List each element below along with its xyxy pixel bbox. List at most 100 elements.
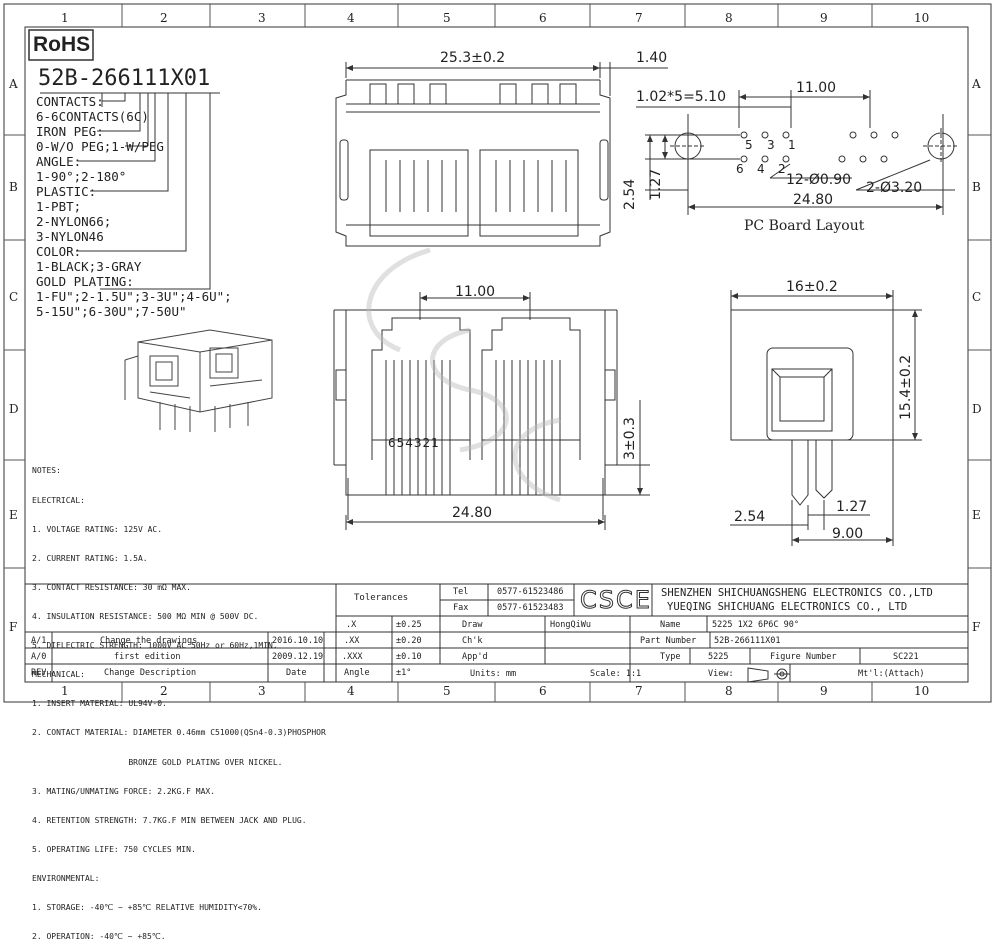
note-line: MECHANICAL:: [32, 670, 85, 680]
pin-num-5: 5: [745, 138, 753, 152]
rev-header-desc: Change Description: [104, 668, 197, 678]
zone-1-bottom: 1: [61, 684, 69, 698]
note-line: 2. CONTACT MATERIAL: DIAMETER 0.46mm C51…: [32, 728, 326, 738]
note-line: 5. OPERATING LIFE: 750 CYCLES MIN.: [32, 844, 196, 854]
tolerances-label: Tolerances: [354, 593, 409, 603]
dim-side-b: 1.27: [836, 499, 868, 515]
tol-xx-val: ±0.20: [396, 636, 422, 646]
tol-x-val: ±0.25: [396, 620, 422, 630]
name-label: Name: [660, 620, 681, 630]
zone-7: 7: [635, 11, 643, 25]
note-line: 2. CURRENT RATING: 1.5A.: [32, 553, 148, 563]
name-value: 5225 1X2 6P6C 90°: [712, 620, 799, 630]
spec-line: PLASTIC:: [36, 184, 97, 199]
draw-value: HongQiWu: [550, 620, 591, 630]
dim-top-offset: 1.40: [636, 50, 668, 66]
dim-side-a: 2.54: [734, 509, 766, 525]
zone-a: A: [9, 77, 18, 91]
spec-line: CONTACTS:: [36, 94, 104, 109]
zone-10-bottom: 10: [914, 684, 930, 698]
dim-side-height: 15.4±0.2: [898, 354, 914, 420]
dim-pcb-h2: 1.27: [648, 168, 664, 200]
zone-a-right: A: [972, 77, 981, 91]
rev-1-date: 2016.10.10: [272, 636, 324, 646]
tol-xxx-val: ±0.10: [396, 652, 422, 662]
spec-line: 1-PBT;: [36, 199, 82, 214]
dim-side-c: 9.00: [832, 526, 864, 542]
spec-line: 5-15U";6-30U";7-50U": [36, 304, 187, 319]
notes-block: NOTES: ELECTRICAL: 1. VOLTAGE RATING: 12…: [32, 447, 326, 952]
part-number-value: 52B-266111X01: [714, 636, 781, 646]
zone-10: 10: [914, 11, 930, 25]
spec-line: 0-W/O PEG;1-W/PEG: [36, 139, 164, 154]
zone-6-bottom: 6: [539, 684, 547, 698]
pc-board-layout: [636, 90, 959, 215]
rev-0-desc: first edition: [114, 652, 181, 662]
pin-num-2: 2: [778, 162, 786, 176]
pin-num-3: 3: [767, 138, 775, 152]
tel-value: 0577-61523486: [497, 587, 564, 597]
tol-xxx: .XXX: [342, 652, 363, 662]
zone-5-bottom: 5: [443, 684, 451, 698]
note-line: 1. VOLTAGE RATING: 125V AC.: [32, 524, 163, 534]
figure-number-value: SC221: [893, 652, 919, 662]
dim-pcb-holes: 12-Ø0.90: [786, 172, 852, 188]
rev-1-id: A/1: [31, 636, 47, 646]
inner-frame: [24, 26, 969, 683]
note-line: 1. INSERT MATERIAL: UL94V-0.: [32, 699, 167, 709]
zone-c-right: C: [972, 290, 982, 304]
rev-1-desc: Change the drawings: [100, 636, 198, 646]
watermark: [366, 247, 561, 503]
note-line: 3. MATING/UNMATING FORCE: 2.2KG.F MAX.: [32, 786, 216, 796]
dim-pcb-pegs: 2-Ø3.20: [866, 180, 923, 196]
front-pins-left: [385, 360, 451, 495]
zone-d: D: [9, 402, 19, 416]
spec-line: 1-90°;2-180°: [36, 169, 127, 184]
note-line: ELECTRICAL:: [32, 495, 85, 505]
dim-front-width: 24.80: [452, 505, 493, 521]
rohs-label: RoHS: [33, 33, 91, 56]
rev-header-date: Date: [286, 668, 307, 678]
title-block-grid: [25, 583, 968, 682]
spec-line: COLOR:: [36, 244, 82, 259]
outer-frame: [3, 3, 992, 703]
tel-label: Tel: [453, 587, 469, 597]
tol-x: .X: [346, 620, 357, 630]
front-view: [333, 292, 650, 530]
note-line: 4. RETENTION STRENGTH: 7.7KG.F MIN BETWE…: [32, 815, 307, 825]
type-value: 5225: [708, 652, 729, 662]
iso-connector-sketch: [124, 329, 273, 432]
dim-pcb-span: 11.00: [796, 80, 837, 96]
fax-label: Fax: [453, 603, 469, 613]
spec-line: 3-NYLON46: [36, 229, 104, 244]
side-view: [730, 290, 922, 546]
dim-front-span: 11.00: [455, 284, 496, 300]
pcb-title: PC Board Layout: [744, 218, 865, 234]
pcb-holes: [740, 131, 899, 163]
zone-4-bottom: 4: [347, 684, 355, 698]
zone-f-right: F: [972, 620, 981, 634]
spec-line: IRON PEG:: [36, 124, 104, 139]
note-line: ENVIRONMENTAL:: [32, 873, 100, 883]
zone-8: 8: [725, 11, 733, 25]
spec-line: 2-NYLON66;: [36, 214, 112, 229]
scale-label: Scale: 1:1: [590, 669, 642, 679]
zone-c: C: [9, 290, 19, 304]
zone-2: 2: [160, 11, 168, 25]
zone-b-right: B: [972, 180, 981, 194]
pin-num-4: 4: [757, 162, 765, 176]
zone-4: 4: [347, 11, 355, 25]
spec-line: ANGLE:: [36, 154, 82, 169]
zone-ticks: [4, 4, 991, 702]
company-logo: CSCE: [580, 586, 652, 615]
top-view: [335, 62, 668, 247]
note-line: 3. CONTACT RESISTANCE: 30 mΩ MAX.: [32, 582, 191, 592]
zone-5: 5: [443, 11, 451, 25]
zone-6: 6: [539, 11, 547, 25]
zone-1: 1: [61, 11, 69, 25]
spec-list: CONTACTS: 6-6CONTACTS(6C) IRON PEG: 0-W/…: [36, 94, 232, 319]
note-line: 1. STORAGE: -40℃ ~ +85℃ RELATIVE HUMIDIT…: [32, 903, 262, 913]
note-line: 4. INSULATION RESISTANCE: 500 MΩ MIN @ 5…: [32, 611, 259, 621]
part-code-tree: [40, 92, 220, 290]
third-angle-symbol: [747, 667, 790, 683]
